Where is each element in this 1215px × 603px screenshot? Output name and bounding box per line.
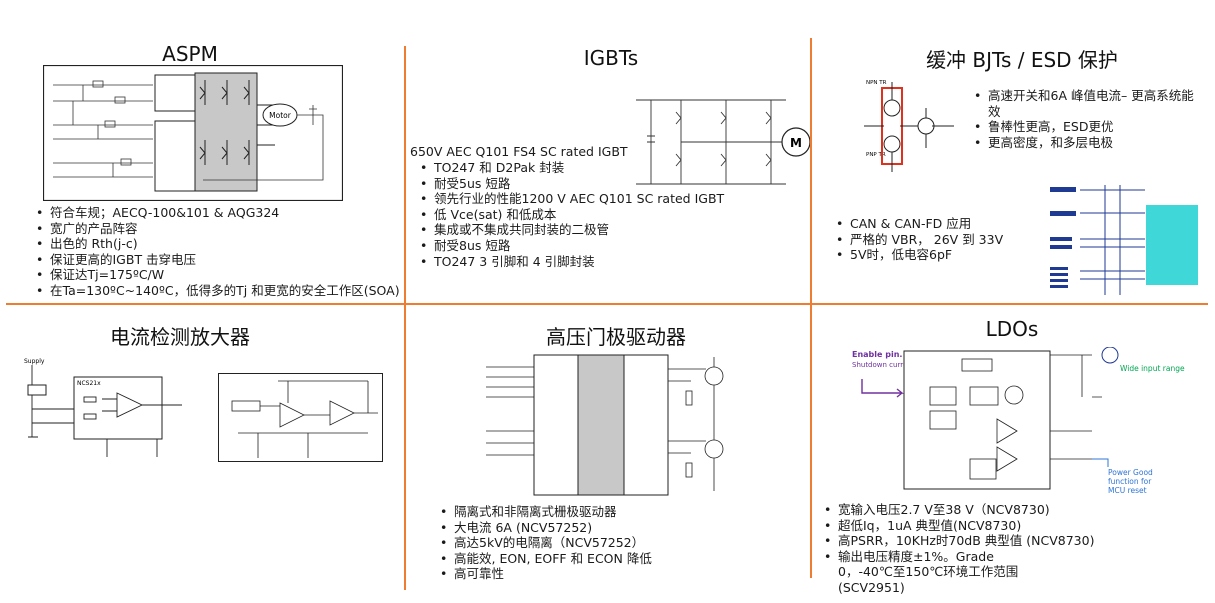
aspm-bullet: 符合车规；AECQ-100&101 & AQG324: [36, 205, 400, 221]
panel-title-bjt-esd: 缓冲 BJTs / ESD 保护: [926, 48, 1118, 72]
current-sense-diagram-1: Supply NCS21x: [24, 358, 182, 457]
panel-current-sense: 电流检测放大器 Supply NCS21x: [0, 305, 404, 603]
igbt-diagram: M: [636, 99, 810, 185]
igbt-bullet: 耐受8us 短路: [420, 238, 724, 254]
bjt-bullet: 鲁棒性更高，ESD更优: [974, 119, 1198, 135]
aspm-bullet: 出色的 Rth(j-c): [36, 236, 400, 252]
esd-bullets: CAN & CAN-FD 应用 严格的 VBR， 26V 到 33V 5V时，低…: [832, 216, 1003, 263]
igbt-motor-label: M: [790, 136, 802, 150]
aspm-bullet: 保证更高的IGBT 击穿电压: [36, 252, 400, 268]
enable-title: Enable pin.: [852, 350, 902, 359]
gate-bullet: 高能效, EON, EOFF 和 ECON 降低: [440, 551, 652, 567]
ldo-diagram: Enable pin. Shutdown current ~100nA Wide…: [852, 347, 1185, 495]
esd-bullet: 5V时，低电容6pF: [836, 247, 1003, 263]
aspm-bullets: 符合车规；AECQ-100&101 & AQG324 宽广的产品阵容 出色的 R…: [32, 205, 400, 299]
ldo-bullet: 宽输入电压2.7 V至38 V（NCV8730): [824, 502, 1050, 518]
bjt-bullet: 高速开关和6A 峰值电流– 更高系统能效: [974, 88, 1198, 119]
panel-aspm: ASPM Motor 符合车规；AECQ-100&101 & AQG324 宽广…: [0, 0, 404, 303]
igbt-bullet: 耐受5us 短路: [420, 176, 724, 192]
panel-title-aspm: ASPM: [162, 42, 218, 66]
gate-driver-diagram: [486, 354, 724, 496]
aspm-diagram: Motor: [43, 65, 343, 201]
panel-gate-driver: 高压门极驱动器 隔离式和非隔离式栅极驱动器 大电流 6A (NCV57252) …: [406, 305, 810, 603]
npn-label: NPN TR: [866, 80, 887, 86]
panel-title-igbts: IGBTs: [583, 46, 639, 70]
power-good-line1: Power Good: [1108, 468, 1153, 477]
aspm-bullet: 宽广的产品阵容: [36, 221, 400, 237]
chip-label: NCS21x: [77, 380, 101, 387]
bjt-diagram: NPN TR PNP TR: [864, 80, 954, 172]
wide-input-label: Wide input range: [1120, 364, 1185, 373]
power-good-line2: function for: [1108, 477, 1152, 486]
gate-bullets: 隔离式和非隔离式栅极驱动器 大电流 6A (NCV57252) 高达5kV的电隔…: [436, 504, 652, 582]
divider-vertical-2: [810, 38, 812, 578]
power-good-line3: MCU reset: [1108, 486, 1147, 495]
igbt-bullet: TO247 和 D2Pak 封装: [420, 160, 724, 176]
enable-body: Shutdown current ~100nA: [852, 361, 945, 369]
ldo-bullets: 宽输入电压2.7 V至38 V（NCV8730) 超低Iq，1uA 典型值(NC…: [820, 502, 1094, 596]
ldo-bullet: 输出电压精度±1%。Grade 0，-40℃至150℃环境工作范围 (SCV29…: [824, 549, 1038, 596]
aspm-bullet: 在Ta=130ºC~140ºC，低得多的Tj 和更宽的安全工作区(SOA): [36, 283, 400, 299]
igbt-bullet: 领先行业的性能1200 V AEC Q101 SC rated IGBT: [420, 191, 724, 207]
gate-bullet: 高可靠性: [440, 566, 652, 582]
igbt-bullet: 集成或不集成共同封装的二极管: [420, 222, 724, 238]
esd-bullet: 严格的 VBR， 26V 到 33V: [836, 232, 1003, 248]
igbt-bullet: 低 Vce(sat) 和低成本: [420, 207, 724, 223]
divider-vertical-1: [404, 46, 406, 590]
esd-diagram: [1050, 185, 1198, 295]
gate-bullet: 隔离式和非隔离式栅极驱动器: [440, 504, 652, 520]
current-sense-diagram-2: [218, 373, 383, 462]
pnp-label: PNP TR: [866, 152, 886, 158]
supply-label: Supply: [24, 358, 45, 365]
bjt-bullets-1: 高速开关和6A 峰值电流– 更高系统能效 鲁棒性更高，ESD更优 更高密度，和多…: [970, 88, 1198, 150]
panel-title-current-sense: 电流检测放大器: [110, 325, 250, 349]
igbt-bullets: TO247 和 D2Pak 封装 耐受5us 短路 领先行业的性能1200 V …: [416, 160, 724, 269]
esd-bullet: CAN & CAN-FD 应用: [836, 216, 1003, 232]
divider-horizontal: [6, 303, 1208, 305]
ldo-bullet: 超低Iq，1uA 典型值(NCV8730): [824, 518, 1038, 534]
gate-bullet: 高达5kV的电隔离（NCV57252）: [440, 535, 652, 551]
panel-bjt-esd: 缓冲 BJTs / ESD 保护 NPN TR PNP TR 高速开关和6A 峰…: [812, 0, 1215, 303]
motor-label: Motor: [269, 111, 292, 120]
gate-bullet: 大电流 6A (NCV57252): [440, 520, 652, 536]
panel-igbts: IGBTs M 650V AEC Q101 FS4 SC rated IGBT …: [406, 0, 810, 303]
panel-title-gate-driver: 高压门极驱动器: [546, 325, 686, 349]
ldo-bullet: 高PSRR，10KHz时70dB 典型值 (NCV8730): [824, 533, 1094, 549]
panel-ldos: LDOs Enable pin. Shutdown current ~100nA…: [812, 305, 1215, 603]
bjt-bullet: 更高密度，和多层电极: [974, 135, 1198, 151]
igbt-lead: 650V AEC Q101 FS4 SC rated IGBT: [410, 144, 628, 159]
panel-title-ldos: LDOs: [985, 317, 1039, 341]
igbt-bullet: TO247 3 引脚和 4 引脚封装: [420, 254, 724, 270]
aspm-bullet: 保证达Tj=175ºC/W: [36, 267, 400, 283]
